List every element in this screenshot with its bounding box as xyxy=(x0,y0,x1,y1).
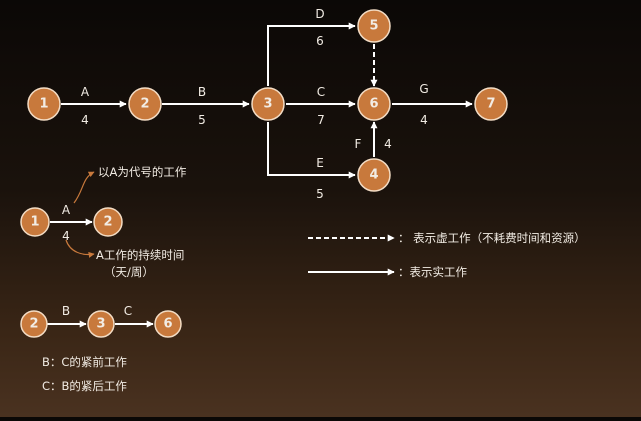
svg-text:2: 2 xyxy=(29,317,38,332)
svg-text:7: 7 xyxy=(486,97,495,112)
example-node-2: 2 xyxy=(93,207,123,237)
chain-label-b: B xyxy=(62,304,70,318)
activity-duration-c: 7 xyxy=(317,113,325,127)
chain-label-c: C xyxy=(124,304,132,318)
svg-text:6: 6 xyxy=(163,317,172,332)
event-node-3: 3 xyxy=(251,87,285,121)
event-node-6: 6 xyxy=(357,87,391,121)
svg-text:3: 3 xyxy=(263,97,272,112)
chain-node-2: 2 xyxy=(20,310,48,338)
example-activity-label: A xyxy=(62,203,71,217)
activity-duration-g: 4 xyxy=(420,113,428,127)
example-node-1: 1 xyxy=(20,207,50,237)
svg-text:4: 4 xyxy=(369,168,378,183)
activity-duration-e: 5 xyxy=(316,187,324,201)
svg-text:3: 3 xyxy=(96,317,105,332)
callout-code-curve xyxy=(73,171,95,204)
note-successor: C：B的紧后工作 xyxy=(42,379,127,393)
svg-text:1: 1 xyxy=(39,97,48,112)
activity-label-f: F xyxy=(355,137,362,151)
note-predecessor: B：C的紧前工作 xyxy=(42,355,127,369)
activity-label-g: G xyxy=(419,82,428,96)
activity-label-b: B xyxy=(198,85,206,99)
note-activity-code: 以A为代号的工作 xyxy=(98,165,187,179)
legend-dummy-text: ： 表示虚工作（不耗费时间和资源） xyxy=(398,231,586,245)
svg-text:1: 1 xyxy=(30,215,39,230)
event-node-2: 2 xyxy=(128,87,162,121)
note-duration-line1: A工作的持续时间 xyxy=(96,248,184,262)
activity-duration-a: 4 xyxy=(81,113,89,127)
event-node-7: 7 xyxy=(474,87,508,121)
svg-text:2: 2 xyxy=(103,215,112,230)
callout-duration-curve xyxy=(65,239,95,258)
event-node-5: 5 xyxy=(357,9,391,43)
chain-node-6: 6 xyxy=(154,310,182,338)
arrow-e xyxy=(267,122,356,179)
activity-label-a: A xyxy=(81,85,90,99)
chain-node-3: 3 xyxy=(87,310,115,338)
activity-label-d: D xyxy=(315,7,324,21)
svg-text:2: 2 xyxy=(140,97,149,112)
activity-label-e: E xyxy=(316,156,324,170)
activity-label-c: C xyxy=(317,85,325,99)
event-node-4: 4 xyxy=(357,158,391,192)
activity-duration-b: 5 xyxy=(198,113,206,127)
note-duration-line2: （天/周） xyxy=(104,265,154,279)
svg-text:6: 6 xyxy=(369,97,378,112)
example-duration: 4 xyxy=(62,229,70,243)
activity-duration-d: 6 xyxy=(316,34,324,48)
legend-real-text: ：表示实工作 xyxy=(398,265,467,279)
svg-text:5: 5 xyxy=(369,19,378,34)
activity-duration-f: 4 xyxy=(384,137,392,151)
arrow-d xyxy=(267,22,356,86)
event-node-1: 1 xyxy=(27,87,61,121)
